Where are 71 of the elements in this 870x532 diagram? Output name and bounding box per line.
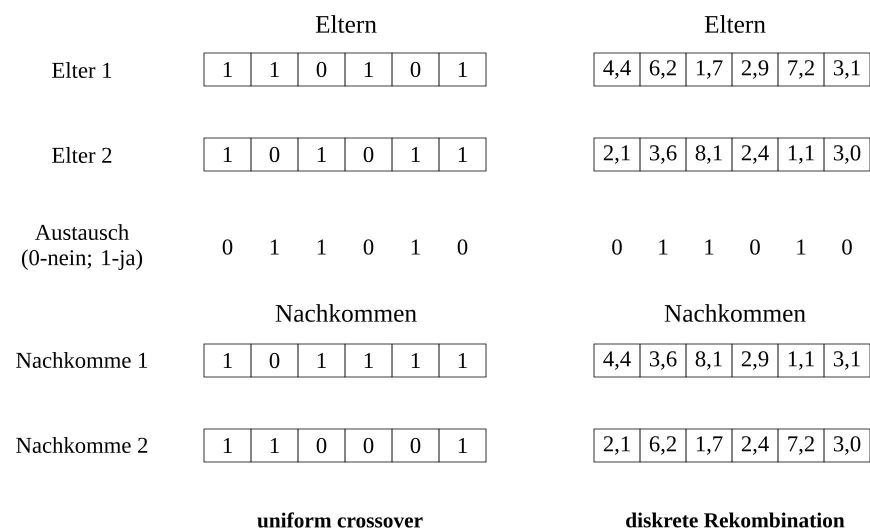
gene-cell: 7,2 [778, 52, 824, 86]
gene-cell: 1 [438, 138, 486, 172]
exchange-digit: 0 [842, 239, 852, 255]
gene-cell: 0 [298, 52, 346, 86]
heading: Nachkommen [664, 304, 806, 322]
gene-cell: 1 [392, 344, 440, 378]
gene-cell: 0 [392, 428, 440, 462]
gene-cell: 7,2 [778, 428, 824, 462]
exchange-digit: 1 [797, 240, 806, 254]
gene-cell: 8,1 [686, 138, 732, 172]
gene-cell: 0 [344, 138, 392, 172]
row-label: Elter 2 [52, 147, 112, 163]
gene-cell: 1 [392, 138, 440, 172]
heading: Eltern [316, 15, 377, 33]
gene-cell: 1 [438, 52, 486, 86]
exchange-digit: 0 [364, 239, 374, 255]
exchange-digit: 1 [412, 240, 420, 254]
gene-cell: 1,1 [778, 138, 824, 172]
exchange-digit: 1 [659, 240, 668, 254]
gene-cell: 3,6 [640, 138, 686, 172]
gene-cell: 0 [392, 52, 440, 86]
gene-cell: 4,4 [594, 344, 640, 378]
gene-cell: 4,4 [594, 52, 640, 86]
gene-cell: 1 [438, 344, 486, 378]
gene-cell: 1 [438, 428, 486, 462]
gene-cell: 3,1 [824, 344, 870, 378]
gene-cell: 3,0 [824, 428, 870, 462]
gene-cell: 2,1 [594, 138, 640, 172]
gene-cell: 1 [204, 138, 252, 172]
gene-cell: 1 [204, 52, 252, 86]
row-label: Austausch (0-nein; 1-ja) [22, 224, 142, 270]
exchange-digit: 0 [222, 239, 232, 255]
gene-cell: 3,6 [640, 344, 686, 378]
exchange-digit: 0 [458, 239, 468, 255]
gene-cell: 0 [250, 138, 298, 172]
row-label: Nachkomme 1 [16, 352, 148, 368]
exchange-digit: 0 [750, 239, 760, 255]
heading: Eltern [704, 15, 766, 33]
exchange-digit: 0 [612, 239, 622, 255]
gene-cell: 3,0 [824, 138, 870, 172]
gene-cell: 6,2 [640, 52, 686, 86]
gene-cell: 8,1 [686, 344, 732, 378]
exchange-digit: 1 [318, 240, 326, 254]
gene-cell: 1 [298, 138, 346, 172]
heading: Nachkommen [276, 304, 417, 322]
gene-cell: 2,9 [732, 52, 778, 86]
row-label: Elter 1 [52, 62, 112, 78]
caption: uniform crossover [257, 512, 423, 528]
gene-cell: 1 [204, 344, 252, 378]
gene-cell: 3,1 [824, 52, 870, 86]
gene-cell: 2,4 [732, 138, 778, 172]
row-label: Nachkomme 2 [16, 437, 148, 453]
gene-cell: 1 [204, 428, 252, 462]
caption: diskrete Rekombination [626, 512, 844, 528]
gene-cell: 2,9 [732, 344, 778, 378]
gene-cell: 1,7 [686, 428, 732, 462]
gene-cell: 1 [250, 52, 298, 86]
gene-cell: 1 [344, 344, 392, 378]
gene-cell: 6,2 [640, 428, 686, 462]
gene-cell: 1 [298, 344, 346, 378]
gene-cell: 2,4 [732, 428, 778, 462]
exchange-digit: 1 [705, 240, 714, 254]
exchange-digit: 1 [270, 240, 279, 254]
gene-cell: 0 [298, 428, 346, 462]
gene-cell: 1,1 [778, 344, 824, 378]
gene-cell: 1 [344, 52, 392, 86]
gene-cell: 0 [344, 428, 392, 462]
gene-cell: 1 [250, 428, 298, 462]
gene-cell: 2,1 [594, 428, 640, 462]
gene-cell: 1,7 [686, 52, 732, 86]
gene-cell: 0 [250, 344, 298, 378]
